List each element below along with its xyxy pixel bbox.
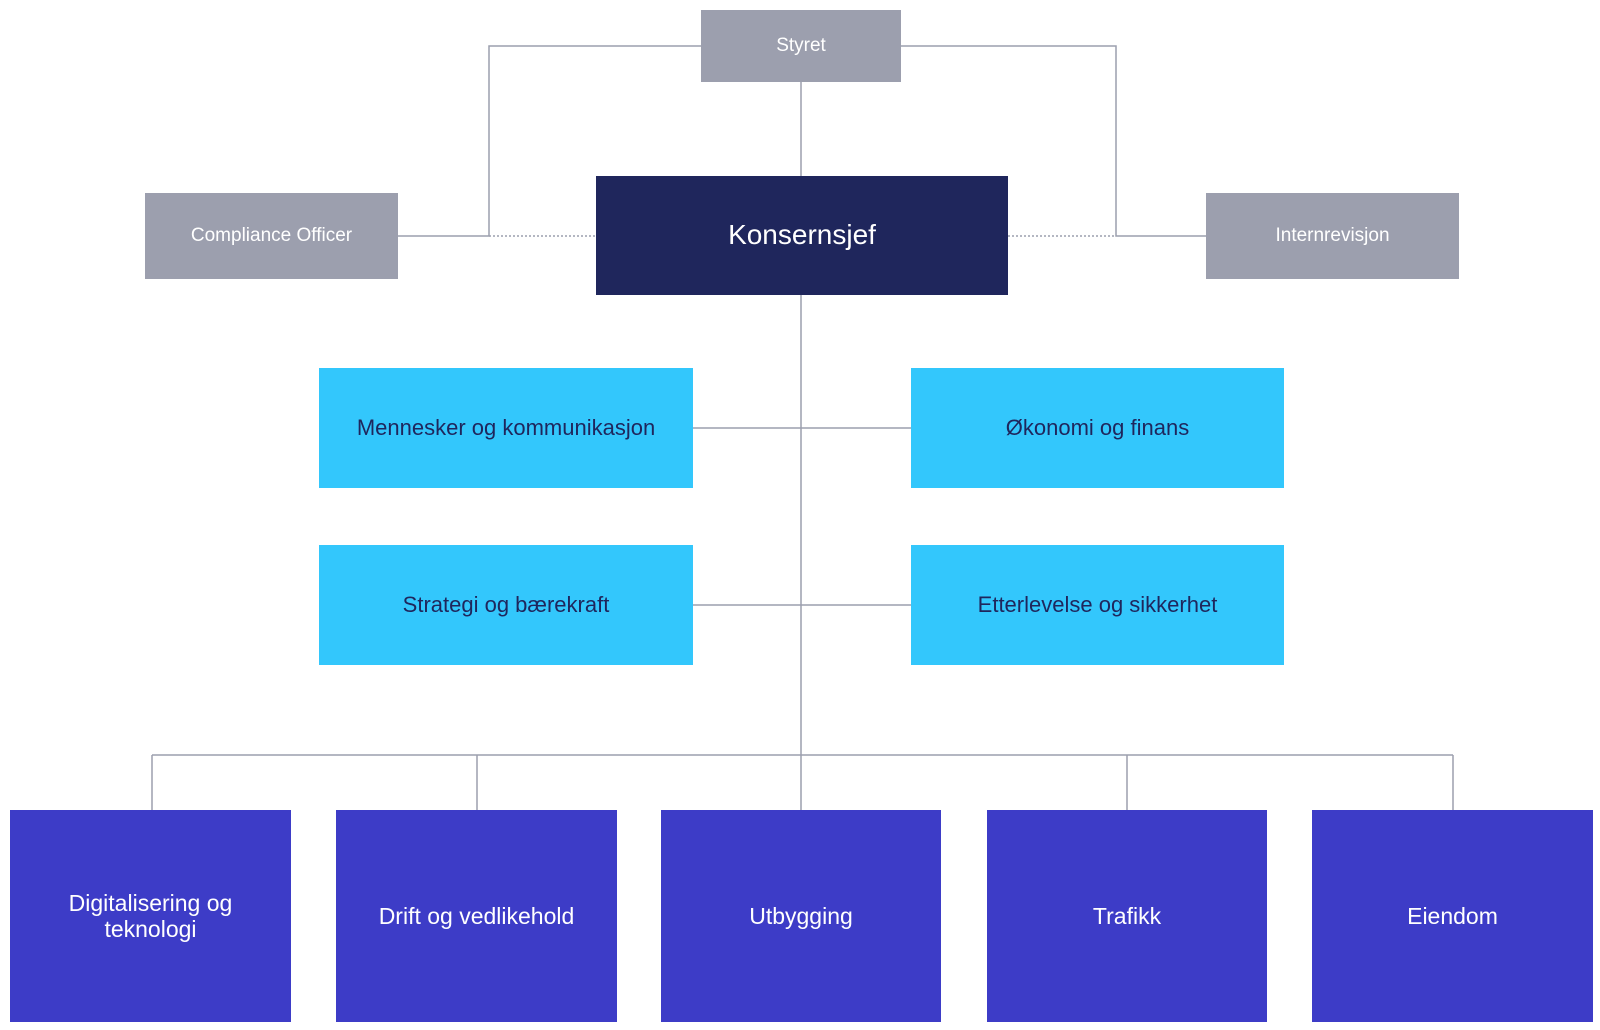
compliance-officer-box: Compliance Officer	[145, 193, 398, 279]
staff-box-strategy: Strategi og bærekraft	[319, 545, 693, 665]
division-label: Digitalisering og teknologi	[68, 889, 233, 942]
division-label: Drift og vedlikehold	[378, 902, 575, 929]
staff-label: Mennesker og kommunikasjon	[356, 415, 656, 441]
division-box-operations: Drift og vedlikehold	[336, 810, 617, 1022]
staff-box-finance: Økonomi og finans	[911, 368, 1284, 488]
staff-box-people-communication: Mennesker og kommunikasjon	[319, 368, 693, 488]
internal-audit-label: Internrevisjon	[1275, 225, 1390, 247]
division-box-digitalization: Digitalisering og teknologi	[10, 810, 291, 1022]
division-label: Utbygging	[749, 902, 853, 929]
board-box: Styret	[701, 10, 901, 82]
compliance-officer-label: Compliance Officer	[190, 225, 353, 247]
staff-label: Økonomi og finans	[1005, 415, 1190, 441]
connector-board-compliance	[398, 45, 701, 237]
connector-board-audit	[901, 45, 1206, 237]
board-label: Styret	[776, 35, 826, 57]
ceo-label: Konsernsjef	[728, 219, 876, 251]
division-box-development: Utbygging	[661, 810, 941, 1022]
internal-audit-box: Internrevisjon	[1206, 193, 1459, 279]
division-label: Trafikk	[1092, 902, 1162, 929]
division-box-traffic: Trafikk	[987, 810, 1267, 1022]
staff-label: Strategi og bærekraft	[402, 592, 610, 618]
division-label: Eiendom	[1407, 902, 1498, 929]
ceo-box: Konsernsjef	[596, 176, 1008, 295]
staff-label: Etterlevelse og sikkerhet	[977, 592, 1218, 618]
staff-box-compliance-security: Etterlevelse og sikkerhet	[911, 545, 1284, 665]
division-box-real-estate: Eiendom	[1312, 810, 1593, 1022]
